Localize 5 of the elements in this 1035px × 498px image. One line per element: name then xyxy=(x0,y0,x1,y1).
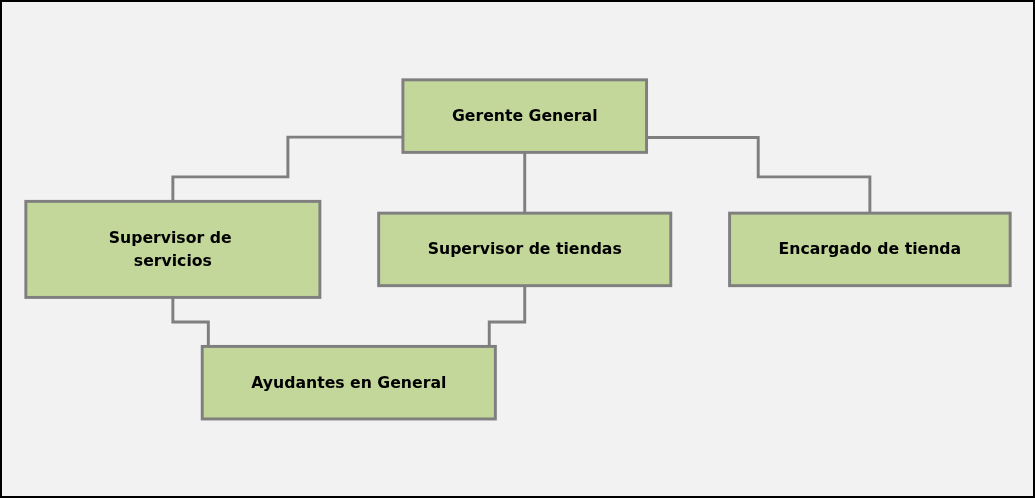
node-box: Supervisor de servicios xyxy=(23,199,321,299)
node-box: Ayudantes en General xyxy=(200,344,497,421)
node-box: Gerente General xyxy=(400,77,648,154)
node-box: Supervisor de tiendas xyxy=(376,211,672,287)
node-box: Encargado de tienda xyxy=(727,211,1012,287)
